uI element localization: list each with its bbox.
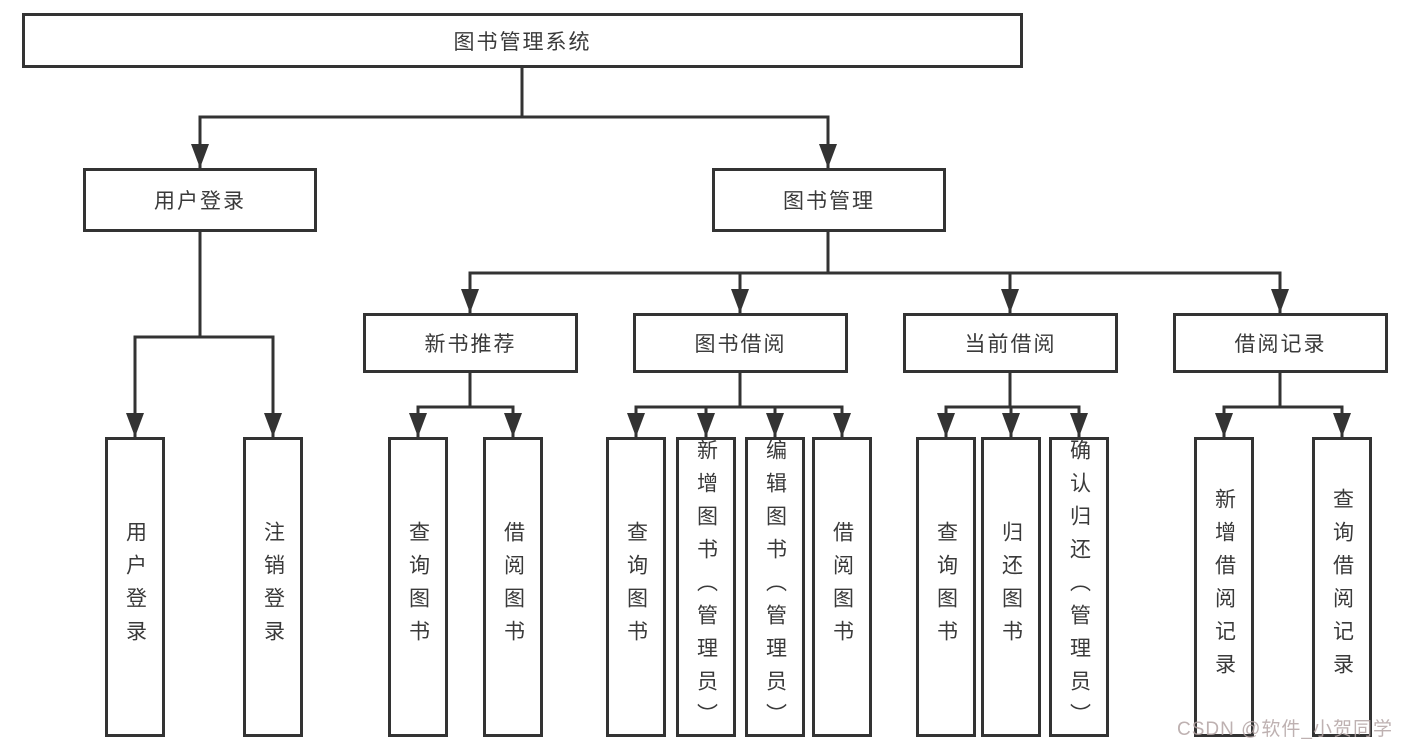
node-new-book-recommend: 新书推荐 <box>363 313 578 373</box>
node-user-login: 用户登录 <box>83 168 317 232</box>
node-user-login-label: 用户登录 <box>154 190 246 213</box>
leaf-user-login-label: 用户登录 <box>123 521 147 653</box>
leaf-current-confirm-return-admin: 确认归还（管理员） <box>1049 437 1109 737</box>
leaf-borrow-borrow-book-label: 借阅图书 <box>830 521 854 653</box>
leaf-current-return-book: 归还图书 <box>981 437 1041 737</box>
leaf-logout: 注销登录 <box>243 437 303 737</box>
leaf-record-add-record-label: 新增借阅记录 <box>1212 488 1236 686</box>
leaf-user-login: 用户登录 <box>105 437 165 737</box>
connector-record-children <box>1215 371 1351 439</box>
node-current-borrow-label: 当前借阅 <box>964 333 1057 356</box>
node-book-manage-label: 图书管理 <box>783 190 875 213</box>
leaf-record-query-record-label: 查询借阅记录 <box>1330 488 1354 686</box>
leaf-recommend-query-book-label: 查询图书 <box>406 521 430 653</box>
leaf-borrow-add-book-admin: 新增图书（管理员） <box>676 437 736 737</box>
leaf-borrow-borrow-book: 借阅图书 <box>812 437 872 737</box>
leaf-borrow-add-book-admin-label: 新增图书（管理员） <box>694 438 718 736</box>
node-book-borrow: 图书借阅 <box>633 313 848 373</box>
leaf-borrow-edit-book-admin: 编辑图书（管理员） <box>745 437 805 737</box>
node-borrow-record-label: 借阅记录 <box>1234 333 1327 356</box>
leaf-current-query-book: 查询图书 <box>916 437 976 737</box>
leaf-record-add-record: 新增借阅记录 <box>1194 437 1254 737</box>
connector-manage-children <box>461 230 1289 315</box>
leaf-borrow-query-book-label: 查询图书 <box>624 521 648 653</box>
node-root-system: 图书管理系统 <box>22 13 1023 68</box>
node-current-borrow: 当前借阅 <box>903 313 1118 373</box>
node-root-label: 图书管理系统 <box>453 30 592 54</box>
connector-login-children <box>126 230 282 439</box>
node-book-borrow-label: 图书借阅 <box>694 333 787 356</box>
node-borrow-record: 借阅记录 <box>1173 313 1388 373</box>
connector-current-children <box>937 371 1088 439</box>
node-book-manage: 图书管理 <box>712 168 946 232</box>
leaf-borrow-edit-book-admin-label: 编辑图书（管理员） <box>763 438 787 736</box>
leaf-current-confirm-return-admin-label: 确认归还（管理员） <box>1067 438 1091 736</box>
leaf-logout-label: 注销登录 <box>261 521 285 653</box>
csdn-watermark: CSDN @软件_小贺同学 <box>1177 719 1393 740</box>
connector-root-to-level2 <box>191 66 837 170</box>
leaf-recommend-borrow-book: 借阅图书 <box>483 437 543 737</box>
leaf-current-query-book-label: 查询图书 <box>934 521 958 653</box>
leaf-recommend-borrow-book-label: 借阅图书 <box>501 521 525 653</box>
node-new-book-recommend-label: 新书推荐 <box>424 333 517 356</box>
leaf-current-return-book-label: 归还图书 <box>999 521 1023 653</box>
leaf-recommend-query-book: 查询图书 <box>388 437 448 737</box>
leaf-record-query-record: 查询借阅记录 <box>1312 437 1372 737</box>
connector-borrow-children <box>627 371 851 439</box>
leaf-borrow-query-book: 查询图书 <box>606 437 666 737</box>
connector-recommend-children <box>409 371 522 439</box>
